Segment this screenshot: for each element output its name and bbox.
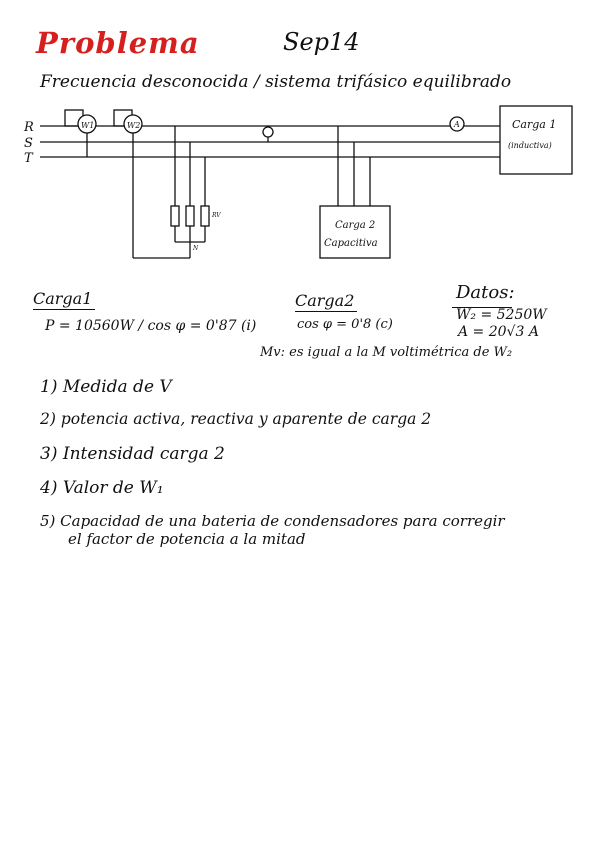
datos-heading: Datos: [456, 282, 515, 303]
circuit-diagram: R S T W1 W2 A RV N Carga 1 (inductiva) C… [23, 105, 573, 259]
wattmeter-2-icon [123, 114, 143, 134]
question-4: 4) Valor de W₁ [40, 478, 164, 498]
load-1-box [499, 105, 573, 175]
page-title: Problema [36, 26, 200, 60]
voltmeter-note: Mv: es igual a la M voltimétrica de W₂ [260, 345, 513, 360]
datos-w2: W₂ = 5250W [456, 307, 547, 323]
question-1: 1) Medida de V [40, 377, 172, 397]
resistor-s [185, 205, 195, 227]
voltmeter-icon [262, 126, 274, 138]
load-1-label: Carga 1 [512, 118, 556, 131]
phase-label-s: S [24, 136, 33, 151]
question-5-continued: el factor de potencia a la mitad [68, 530, 306, 548]
neutral-label: N [192, 245, 199, 252]
datos-ammeter: A = 20√3 A [458, 324, 539, 340]
resistor-t [200, 205, 210, 227]
resistor-label: RV [211, 212, 221, 219]
ammeter-icon [449, 116, 465, 132]
phase-label-r: R [23, 120, 34, 135]
load-2-box [319, 205, 391, 259]
problem-code: Sep14 [283, 28, 360, 56]
problem-subtitle: Frecuencia desconocida / sistema trifási… [40, 72, 512, 92]
wattmeter-1-label: W1 [81, 121, 94, 130]
ammeter-label: A [453, 120, 460, 129]
question-3: 3) Intensidad carga 2 [40, 444, 225, 464]
load-2-label: Carga 2 [335, 220, 375, 231]
load-2-type: Capacitiva [324, 238, 378, 249]
phase-label-t: T [24, 151, 34, 166]
carga2-heading: Carga2 [295, 291, 355, 310]
resistor-r [170, 205, 180, 227]
carga1-spec: P = 10560W / cos φ = 0'87 (i) [45, 318, 257, 334]
carga2-spec: cos φ = 0'8 (c) [297, 317, 393, 332]
wattmeter-2-label: W2 [127, 121, 140, 130]
carga1-heading: Carga1 [33, 289, 93, 308]
question-2: 2) potencia activa, reactiva y aparente … [40, 410, 432, 428]
question-5: 5) Capacidad de una bateria de condensad… [40, 512, 505, 530]
wattmeter-1-icon [77, 114, 97, 134]
load-1-type: (inductiva) [508, 141, 552, 150]
